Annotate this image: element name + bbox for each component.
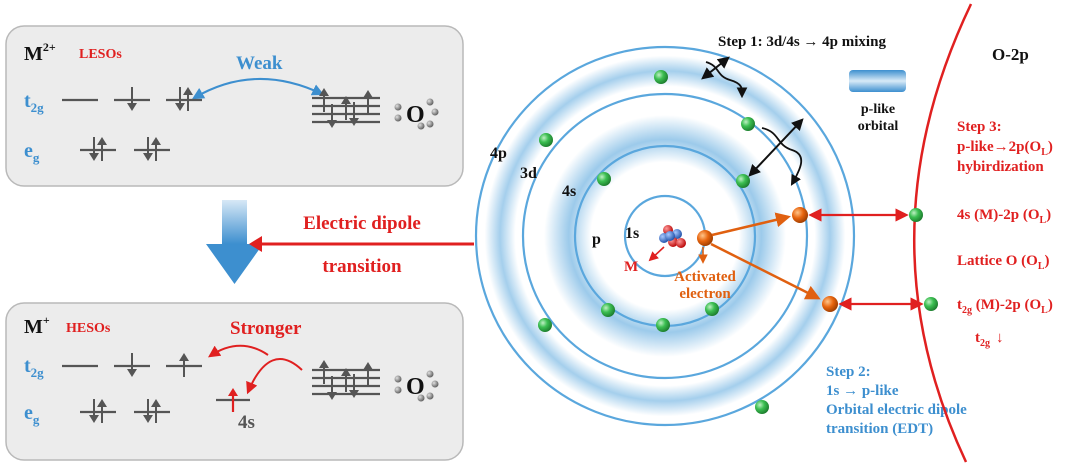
- electron-4p-bottom-left: [538, 318, 552, 332]
- top-panel: M2+ LESOs Weak t2g eg O: [5, 25, 464, 187]
- step3-line2: p-like→2p(OL): [957, 139, 1053, 158]
- step2-line2: 1s → p-like: [826, 383, 899, 399]
- bottom-panel-background: [5, 302, 464, 461]
- shell-label-p: p: [592, 231, 601, 248]
- activated-electron-3d-band: [822, 296, 838, 312]
- top-interaction-label: Weak: [236, 53, 283, 74]
- hybrid-t2g-label: t2g (M)-2p (OL): [957, 297, 1053, 316]
- mixing-wave-top: [705, 61, 748, 99]
- electron-4p-bottom: [755, 400, 769, 414]
- shell-label-3d: 3d: [520, 165, 537, 182]
- down-arrow-head: [206, 244, 263, 284]
- electron-3d-left: [597, 172, 611, 186]
- step3-line1: Step 3:: [957, 119, 1002, 135]
- mixing-arrow-middle: [748, 118, 804, 177]
- shell-label-4p: 4p: [490, 145, 507, 162]
- weak-interaction-arrow: [191, 78, 325, 100]
- bottom-eg-label: eg: [24, 402, 40, 427]
- bottom-t2g-label: t2g: [24, 355, 44, 380]
- electron-4s-bottom-right: [705, 302, 719, 316]
- step2-block: Step 2: 1s → p-like Orbital electric dip…: [826, 364, 967, 437]
- electron-4s-right: [736, 174, 750, 188]
- shell-label-1s: 1s: [625, 225, 639, 242]
- activated-electron-1s: [697, 230, 713, 246]
- dipole-arrow-head: [249, 236, 262, 252]
- activated-electron-4s-band: [792, 207, 808, 223]
- o2p-label: O-2p: [992, 45, 1029, 64]
- top-oxygen-label: O: [406, 102, 425, 128]
- activated-electron-line2: electron: [679, 286, 731, 302]
- excitation-arrow-lower: [710, 242, 821, 300]
- legend-line1: p-like: [861, 102, 895, 117]
- stronger-arrow-t2g: [208, 344, 269, 358]
- lattice-o-electron-lower: [924, 297, 938, 311]
- dipole-label-line2: transition: [322, 256, 402, 277]
- orbit-3d: [521, 92, 809, 380]
- orbit-4p: [474, 45, 856, 427]
- hybrid-4s-label: 4s (M)-2p (OL): [957, 207, 1051, 226]
- top-panel-background: [5, 25, 464, 187]
- lattice-o-label: Lattice O (OL): [957, 253, 1049, 272]
- step2-line4: transition (EDT): [826, 421, 933, 437]
- top-state-label: LESOs: [79, 47, 122, 62]
- step2-line1: Step 2:: [826, 364, 871, 380]
- atom-model: M Activated electron 1s p 4s 3d 4p: [460, 31, 870, 441]
- stronger-arrow-4s: [246, 358, 303, 395]
- top-eg-label: eg: [24, 140, 40, 165]
- nucleus: [659, 225, 686, 248]
- electron-4p-left: [539, 133, 553, 147]
- bottom-state-label: HESOs: [66, 321, 111, 336]
- nucleus-label: M: [624, 259, 638, 275]
- o2p-band-curve: [912, 3, 973, 463]
- bottom-oxygen-label: O: [406, 374, 425, 400]
- electron-3d-bottom-left: [601, 303, 615, 317]
- lattice-o-electron-upper: [909, 208, 923, 222]
- down-arrow-shaft: [222, 200, 247, 244]
- electron-4p-top: [654, 70, 668, 84]
- legend-swatch: [849, 70, 906, 92]
- step3-block: Step 3: p-like→2p(OL) hybirdization: [957, 119, 1053, 175]
- mixing-wave-middle: [761, 127, 803, 186]
- bottom-panel: M+ HESOs Stronger t2g eg 4s O: [5, 302, 464, 461]
- bottom-4s-spin-head: [228, 388, 238, 396]
- top-ion-label: M2+: [24, 40, 56, 65]
- shell-label-4s: 4s: [562, 183, 576, 200]
- bottom-4s-label: 4s: [238, 412, 255, 433]
- top-t2g-label: t2g: [24, 90, 44, 115]
- legend-line2: orbital: [858, 119, 899, 134]
- bottom-interaction-label: Stronger: [230, 318, 302, 339]
- nucleus-pointer: [648, 246, 665, 262]
- down-arrow: [206, 200, 263, 284]
- dipole-label-line1: Electric dipole: [303, 213, 421, 234]
- electron-3d-top: [741, 117, 755, 131]
- activated-electron-line1: Activated: [674, 269, 736, 285]
- electron-4s-bottom: [656, 318, 670, 332]
- electric-dipole-transition: Electric dipole transition: [249, 213, 474, 277]
- step2-line3: Orbital electric dipole: [826, 402, 967, 418]
- bottom-ion-label: M+: [24, 313, 50, 338]
- p-like-orbital-legend: p-like orbital: [849, 70, 906, 134]
- excitation-arrow-upper: [711, 212, 791, 237]
- step1-label: Step 1: 3d/4s → 4p mixing: [718, 34, 886, 50]
- t2g-decrease-label: t2g↓: [975, 330, 1004, 349]
- step3-line3: hybirdization: [957, 159, 1044, 175]
